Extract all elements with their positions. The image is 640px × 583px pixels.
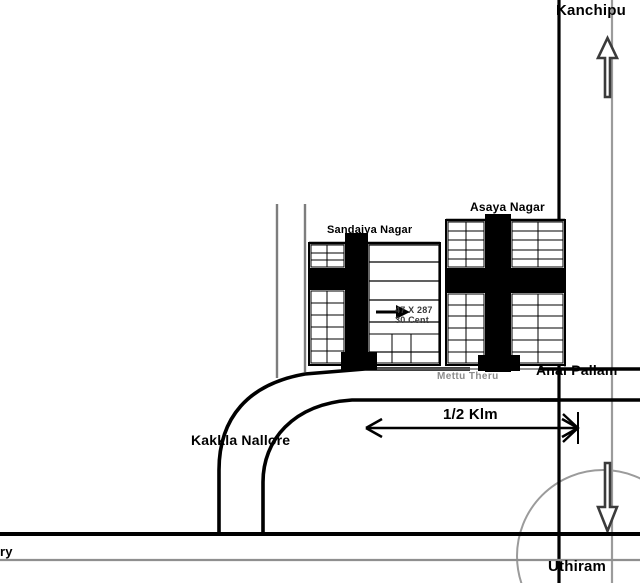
- label-kakkla-nallore: Kakkla Nallore: [191, 432, 291, 448]
- label-kanchipuram: Kanchipu: [556, 2, 626, 19]
- sandaiya-horizontal-road: [309, 268, 345, 290]
- label-bottom-left-partial: ry: [0, 544, 13, 559]
- junction-tick-icon: [562, 413, 580, 443]
- label-mettu-theru: Mettu Theru: [437, 371, 499, 382]
- sandaiya-nagar-block: [308, 233, 441, 370]
- asaya-vertical-road: [485, 214, 511, 372]
- asaya-horizontal-road: [446, 268, 565, 293]
- curved-road-outer: [217, 367, 470, 534]
- asaya-bottom-road: [478, 355, 520, 371]
- arrow-up-icon: [595, 34, 620, 99]
- label-plot-size-line1: 47 X 287: [395, 305, 433, 315]
- label-sandaiya-nagar: Sandaiya Nagar: [327, 224, 413, 236]
- arrow-down-icon: [596, 461, 619, 535]
- label-anai-pallam: Anai Pallam: [536, 362, 618, 378]
- asaya-nagar-block: [445, 214, 566, 372]
- curved-road-inner: [261, 398, 560, 534]
- label-plot-size-line2: 30 Cent: [395, 315, 429, 325]
- sandaiya-vertical-road: [345, 233, 368, 369]
- label-asaya-nagar: Asaya Nagar: [470, 200, 545, 214]
- sandaiya-bottom-road: [341, 352, 377, 370]
- label-uthiramerur: Uthiram: [548, 558, 607, 575]
- label-distance: 1/2 Klm: [443, 406, 498, 423]
